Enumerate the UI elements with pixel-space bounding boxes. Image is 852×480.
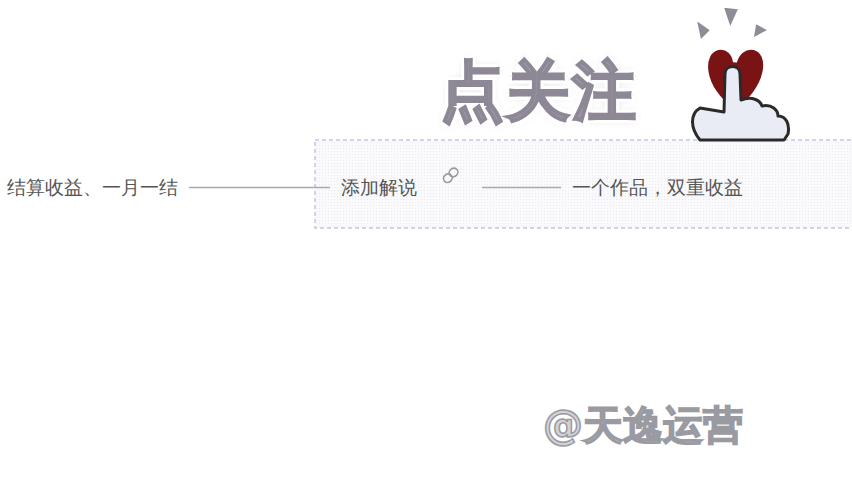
connector (482, 187, 561, 189)
watermark: @天逸运营 (543, 398, 743, 453)
follow-sticker: 点关注 (440, 48, 638, 135)
connector (189, 187, 330, 189)
link-icon (442, 166, 460, 184)
mindmap-node: 结算收益、一月一结 (4, 174, 181, 201)
mindmap-node: 一个作品，双重收益 (569, 174, 746, 201)
heart-hand-icon (693, 6, 789, 140)
mindmap-node: 添加解说 (338, 174, 420, 201)
node-text: 添加解说 (341, 176, 417, 198)
selection-frame (315, 140, 852, 228)
node-text: 结算收益、一月一结 (7, 176, 178, 198)
node-text: 一个作品，双重收益 (572, 176, 743, 198)
